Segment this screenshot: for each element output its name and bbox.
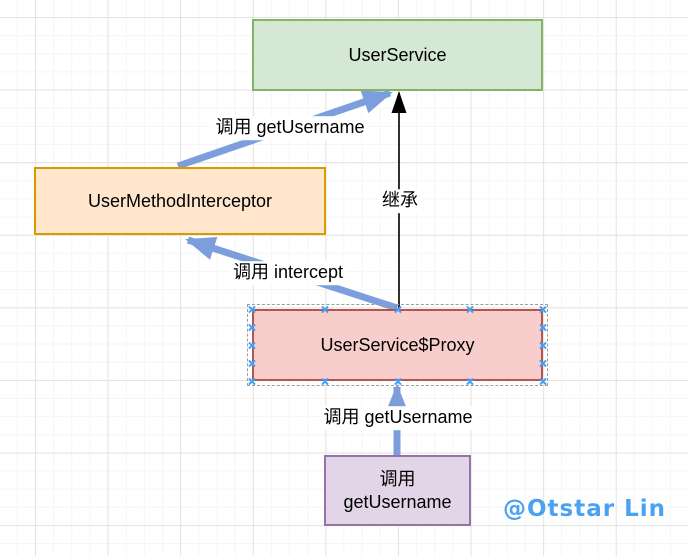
node-call-get-username[interactable]: 调用 getUsername	[324, 455, 471, 526]
connection-point-cross[interactable]	[539, 305, 548, 314]
connection-point-cross[interactable]	[394, 305, 403, 314]
connection-point-cross[interactable]	[248, 359, 257, 368]
edge-label-call-getusername-bottom[interactable]: 调用 getUsername	[319, 406, 477, 430]
node-user-service-label: UserService	[348, 44, 447, 65]
connection-point-cross[interactable]	[466, 377, 475, 386]
connection-point-cross[interactable]	[539, 341, 548, 350]
connection-point-cross[interactable]	[321, 305, 330, 314]
connection-point-cross[interactable]	[321, 377, 330, 386]
connection-point-cross[interactable]	[466, 305, 475, 314]
node-user-method-interceptor-label: UserMethodInterceptor	[87, 190, 273, 211]
connection-point-cross[interactable]	[248, 341, 257, 350]
node-call-get-username-label-line1: 调用	[379, 469, 416, 489]
node-user-service-proxy[interactable]: UserService$Proxy	[252, 309, 543, 381]
connection-point-cross[interactable]	[248, 305, 257, 314]
node-user-service[interactable]: UserService	[252, 19, 543, 91]
connection-point-cross[interactable]	[539, 323, 548, 332]
connection-point-cross[interactable]	[539, 359, 548, 368]
node-call-get-username-label-line2: getUsername	[343, 491, 452, 512]
connection-point-cross[interactable]	[539, 377, 548, 386]
watermark: @Otstar Lin	[503, 496, 667, 522]
connection-point-cross[interactable]	[394, 377, 403, 386]
edge-label-call-intercept[interactable]: 调用 intercept	[228, 261, 348, 285]
connection-point-cross[interactable]	[248, 377, 257, 386]
edge-label-call-getusername-top[interactable]: 调用 getUsername	[211, 116, 369, 140]
node-user-service-proxy-label: UserService$Proxy	[320, 334, 475, 355]
node-user-method-interceptor[interactable]: UserMethodInterceptor	[34, 167, 326, 235]
connection-point-cross[interactable]	[248, 323, 257, 332]
edge-label-inherit[interactable]: 继承	[378, 189, 422, 213]
